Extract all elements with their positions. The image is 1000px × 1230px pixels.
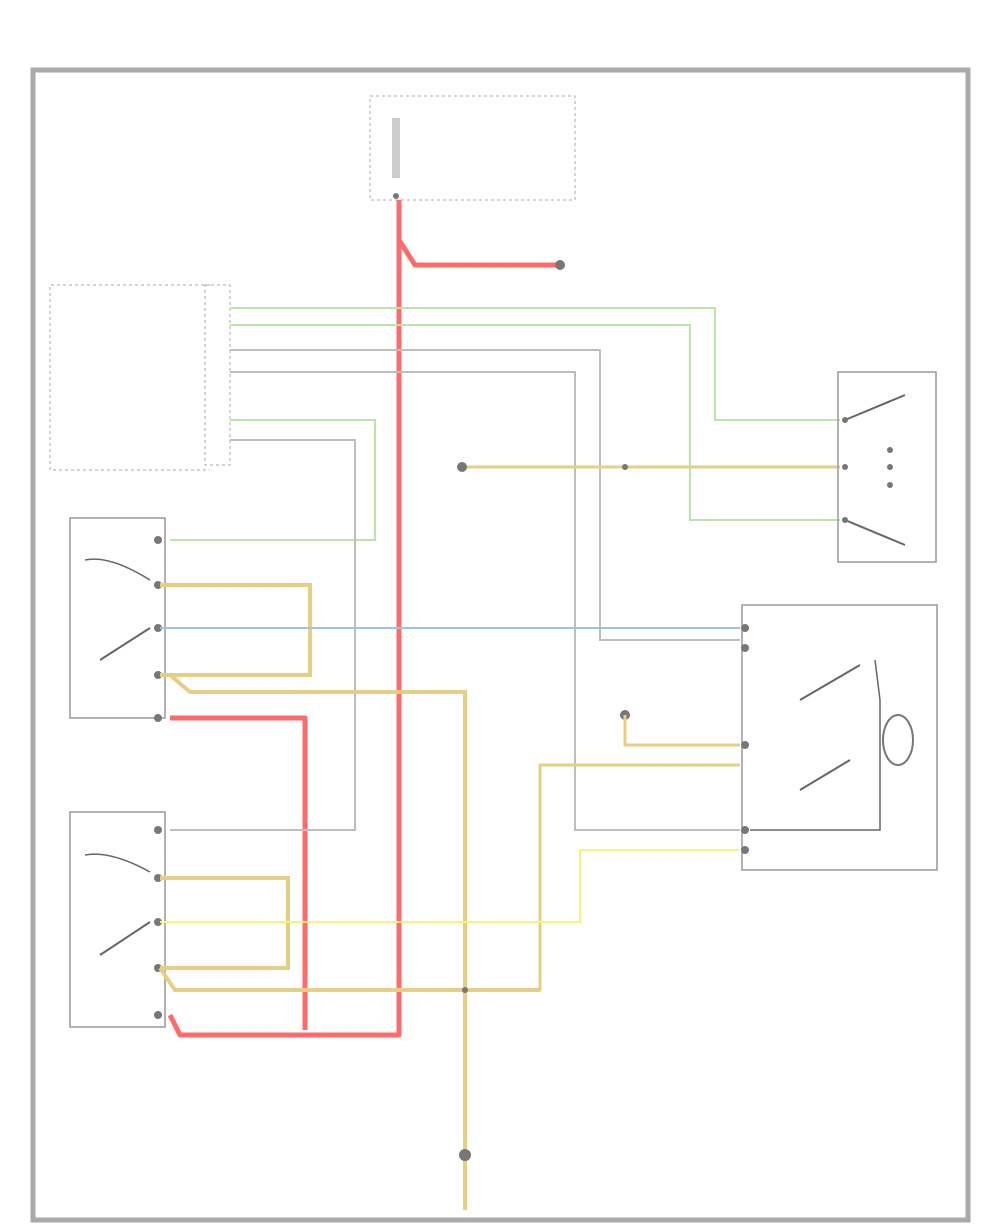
- wire-yellow: [160, 849, 740, 923]
- wire-gray-group: [170, 349, 740, 831]
- diagram-frame: [30, 67, 971, 1223]
- wire-tan-relay-bottom: [158, 876, 540, 992]
- ground-top: [555, 260, 565, 270]
- relay-top: [69, 517, 166, 722]
- wire-tan-relay-top: [160, 583, 467, 1210]
- ground-bottom: [459, 1149, 471, 1161]
- relay-bottom: [69, 811, 166, 1028]
- wire-red-power: [167, 200, 560, 1038]
- outside-mirror-switch: [837, 371, 937, 563]
- power-mirror-motor: [741, 604, 938, 871]
- control-unit-connector: [49, 284, 231, 471]
- sense-unit: [620, 710, 740, 747]
- wire-tan-motor: [465, 763, 740, 992]
- ground-mid: [457, 462, 467, 472]
- wire-green-group: [170, 307, 840, 541]
- fuse-panel: [369, 95, 576, 201]
